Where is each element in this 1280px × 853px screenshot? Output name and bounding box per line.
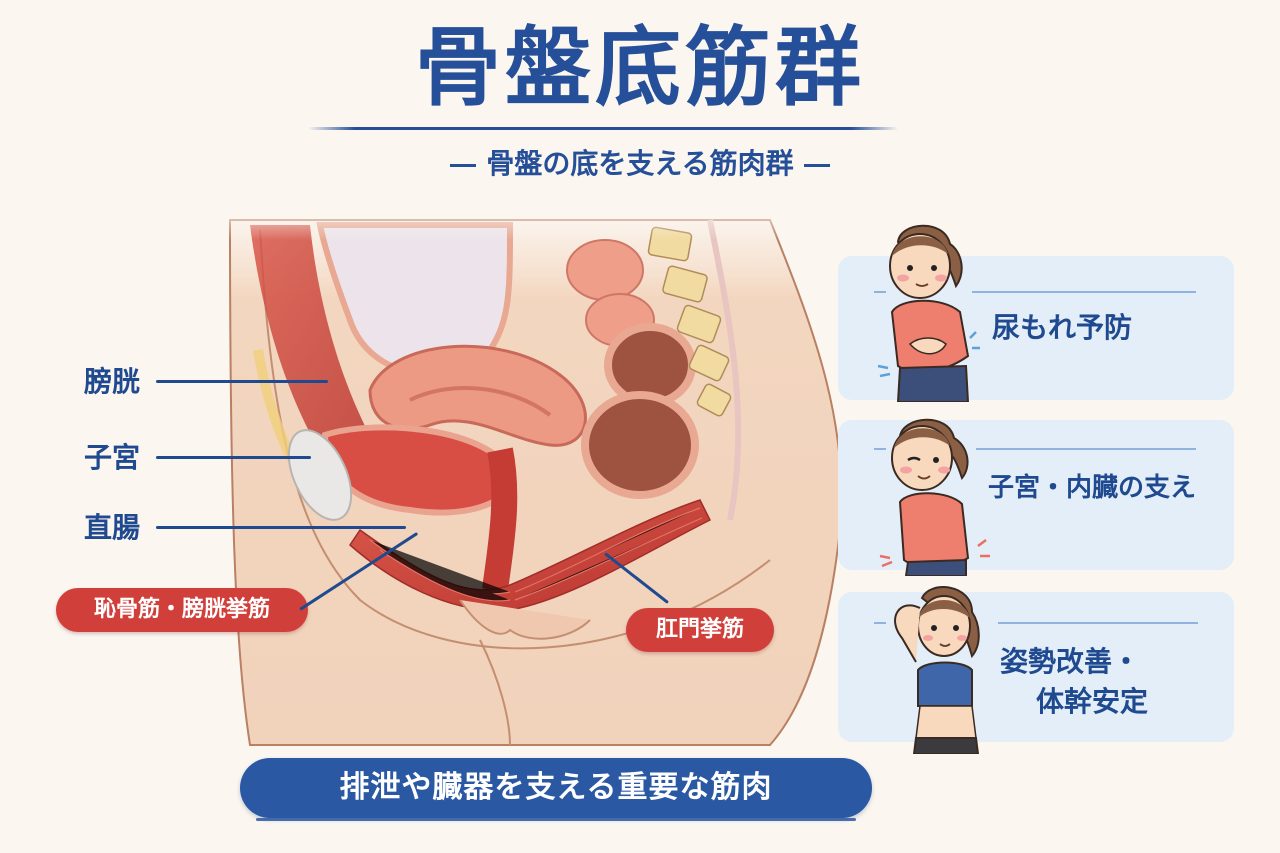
badge-pubococcygeus: 恥骨筋・膀胱挙筋 (56, 588, 308, 632)
woman-winking-belly-icon (879, 418, 990, 576)
subtitle-dash-left (450, 163, 477, 167)
benefit-text-organ-support: 子宮・内臓の支え (988, 473, 1197, 503)
footer-banner: 排泄や臓器を支える重要な筋肉 (240, 758, 872, 818)
benefit-text-posture-line1: 姿勢改善・ (1000, 645, 1141, 678)
benefit-text-incontinence: 尿もれ予防 (992, 311, 1133, 344)
leader-line-rectum (156, 526, 406, 529)
page-title: 骨盤底筋群 (415, 18, 865, 118)
card-rule (972, 291, 1196, 293)
woman-holding-belly-icon (877, 224, 980, 402)
label-rectum: 直腸 (84, 511, 141, 544)
leader-line-bladder (156, 380, 328, 383)
subtitle-text: 骨盤の底を支える筋肉群 (486, 147, 794, 180)
leader-line-uterus (156, 456, 311, 459)
card-rule-left (874, 622, 886, 624)
title-underline (308, 127, 898, 130)
badge-levator-ani: 肛門挙筋 (626, 608, 774, 652)
benefit-text-posture-line2: 体幹安定 (1036, 685, 1149, 718)
woman-posture-icon (894, 586, 980, 754)
card-rule-left (874, 291, 886, 293)
card-rule (998, 622, 1198, 624)
page-subtitle: 骨盤の底を支える筋肉群 (0, 142, 1280, 186)
footer-underline (256, 818, 856, 821)
label-uterus: 子宮 (84, 441, 141, 474)
card-rule-left (874, 448, 886, 450)
label-bladder: 膀胱 (84, 365, 141, 398)
subtitle-dash-right (803, 163, 830, 167)
pelvic-anatomy-illustration (210, 200, 870, 746)
card-rule (976, 448, 1196, 450)
